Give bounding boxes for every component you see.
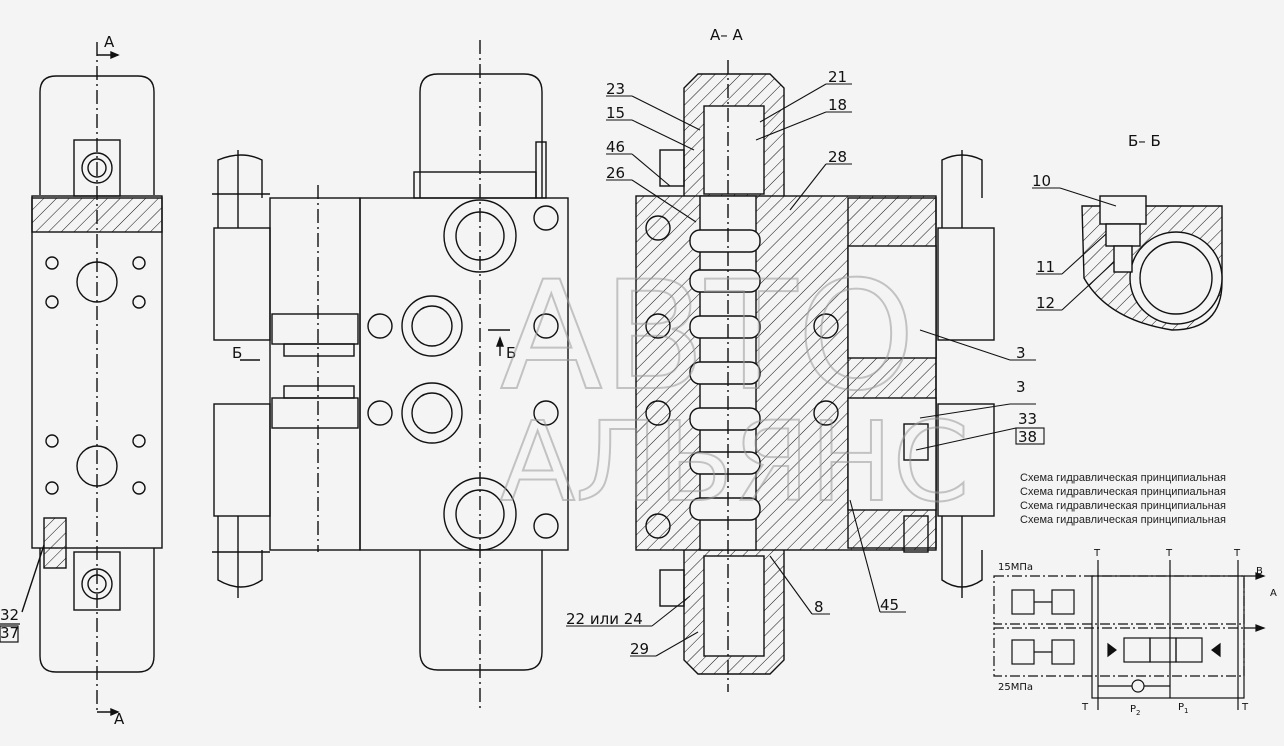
section-aa-view bbox=[635, 60, 995, 692]
callout-23: 23 bbox=[606, 80, 625, 98]
callout-3-upper: 3 bbox=[1016, 344, 1026, 362]
note-line-2: Схема гидравлическая принципиальная bbox=[1020, 486, 1226, 498]
callout-26: 26 bbox=[606, 164, 625, 182]
section-b-left-label: Б bbox=[232, 344, 242, 362]
callout-28: 28 bbox=[828, 148, 847, 166]
note-line-3: Схема гидравлическая принципиальная bbox=[1020, 500, 1226, 512]
callout-21: 21 bbox=[828, 68, 847, 86]
callout-29: 29 bbox=[630, 640, 649, 658]
hydraulic-schematic bbox=[993, 560, 1266, 710]
callout-15: 15 bbox=[606, 104, 625, 122]
callout-22-or-24: 22 или 24 bbox=[566, 610, 643, 628]
section-b-right-label: Б bbox=[506, 344, 516, 362]
port-p1: P1 bbox=[1178, 702, 1189, 715]
bb-leaders bbox=[1032, 187, 1117, 311]
callout-10: 10 bbox=[1032, 172, 1051, 190]
section-a-top-label: A bbox=[104, 33, 115, 51]
pressure-25-label: 25МПа bbox=[998, 682, 1033, 693]
section-aa-title: А– А bbox=[710, 26, 744, 44]
watermark-line-2: АЛЬЯНС bbox=[500, 398, 969, 526]
section-a-bottom-label: A bbox=[114, 710, 125, 728]
port-t3: T bbox=[1233, 548, 1241, 559]
port-t2: T bbox=[1165, 548, 1173, 559]
callout-8: 8 bbox=[814, 598, 824, 616]
callout-33: 33 bbox=[1018, 410, 1037, 428]
port-b: B bbox=[1256, 566, 1263, 577]
callout-32: 32 bbox=[0, 606, 19, 624]
note-line-1: Схема гидравлическая принципиальная bbox=[1020, 472, 1226, 484]
port-a: A bbox=[1270, 588, 1277, 599]
aa-leaders bbox=[566, 83, 1044, 657]
port-p2: P2 bbox=[1130, 704, 1141, 717]
port-t-bottom-right: T bbox=[1241, 702, 1249, 713]
callout-37: 37 bbox=[0, 624, 19, 642]
callout-18: 18 bbox=[828, 96, 847, 114]
front-view bbox=[212, 40, 569, 708]
side-view bbox=[21, 42, 163, 717]
port-t-bottom-left: T bbox=[1081, 702, 1089, 713]
callout-12: 12 bbox=[1036, 294, 1055, 312]
callout-11: 11 bbox=[1036, 258, 1055, 276]
pressure-15-label: 15МПа bbox=[998, 562, 1033, 573]
note-line-4: Схема гидравлическая принципиальная bbox=[1020, 514, 1226, 526]
section-bb-view bbox=[1081, 195, 1223, 331]
callout-3-lower: 3 bbox=[1016, 378, 1026, 396]
section-bb-title: Б– Б bbox=[1128, 132, 1161, 150]
callout-46: 46 bbox=[606, 138, 625, 156]
port-t1: T bbox=[1093, 548, 1101, 559]
callout-45: 45 bbox=[880, 596, 899, 614]
watermark-line-1: АВТО bbox=[500, 250, 915, 424]
callout-38: 38 bbox=[1018, 428, 1037, 446]
